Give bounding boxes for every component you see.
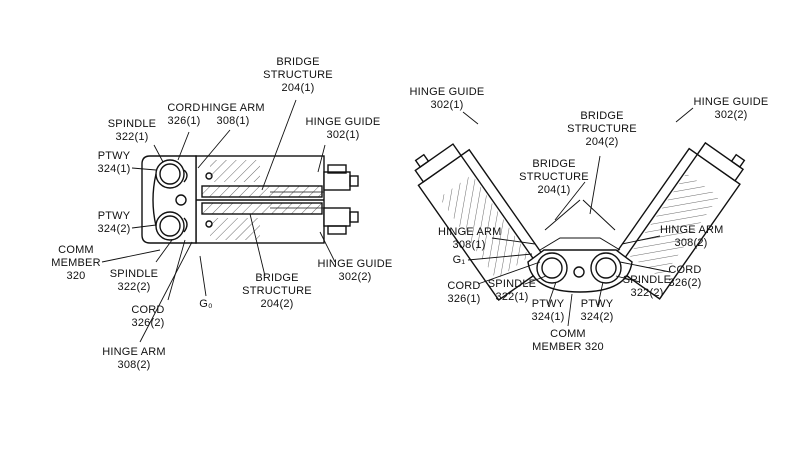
label-gap-g1: G₁	[452, 254, 466, 266]
left-leader-lines	[101, 99, 336, 343]
right-hinge-assembly	[414, 141, 746, 301]
left-hinge-assembly	[141, 155, 359, 244]
label-gap-g0: G₀	[199, 298, 213, 310]
right-leader-lines	[462, 107, 694, 327]
